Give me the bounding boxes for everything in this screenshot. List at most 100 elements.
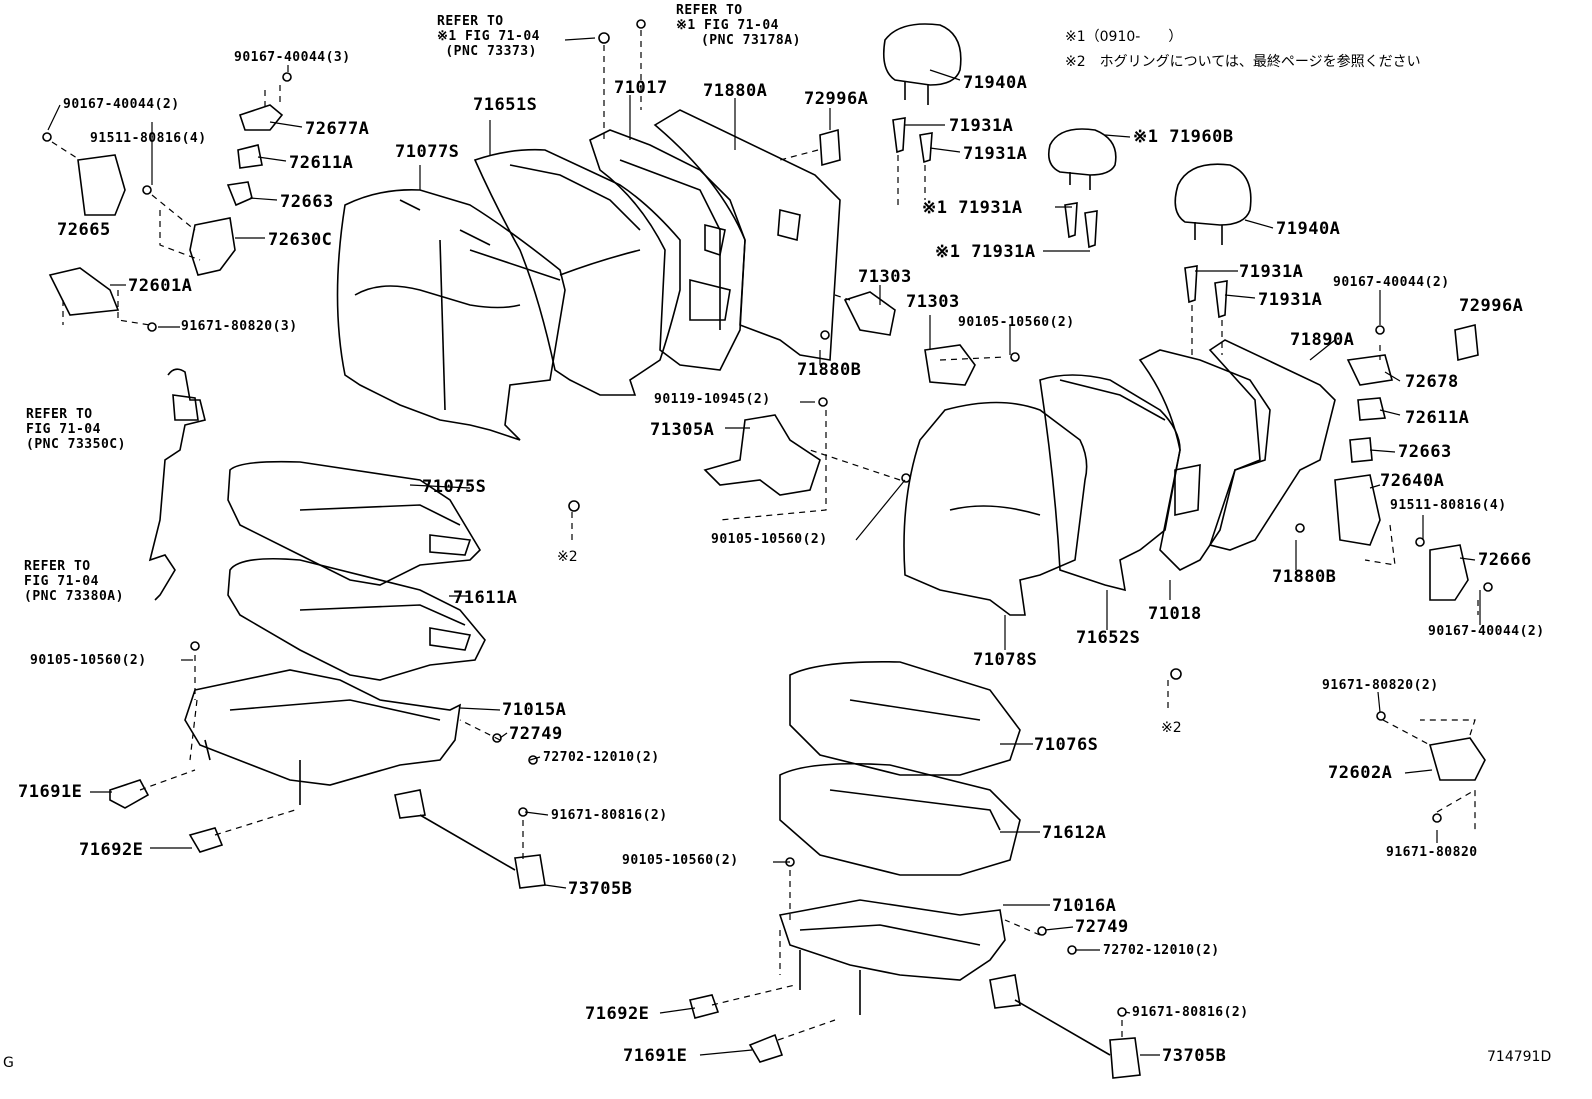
dashed-lines	[51, 30, 1479, 1041]
label-91511-80816-4-right: 91511-80816(4)	[1390, 498, 1507, 513]
seat-frame-left	[184, 669, 462, 805]
label-71940a-top: 71940A	[963, 73, 1028, 93]
leader-lines	[47, 37, 1481, 1056]
label-72702-12010-2-a: 72702-12010(2)	[543, 750, 660, 765]
label-72601a: 72601A	[128, 276, 193, 296]
label-71016a: 71016A	[1052, 896, 1117, 916]
seatback-pad-right	[1039, 374, 1181, 592]
label-71880a: 71880A	[703, 81, 768, 101]
seatback-pad-left	[473, 148, 681, 396]
label-73705b-right: 73705B	[1162, 1046, 1227, 1066]
label-72611a-left: 72611A	[289, 153, 354, 173]
label-71075s: 71075S	[422, 477, 487, 497]
hog-ring-mark-left: ※2	[557, 549, 578, 565]
label-91511-80816-4-left: 91511-80816(4)	[90, 131, 207, 146]
seat-cushion-pad-left	[227, 557, 486, 681]
label-72665: 72665	[57, 220, 111, 240]
label-71612a: 71612A	[1042, 823, 1107, 843]
label-91671-80820-3: 91671-80820(3)	[181, 319, 298, 334]
bracket-73705b-left	[394, 789, 546, 889]
label-72602a: 72602A	[1328, 763, 1393, 783]
label-72678: 72678	[1405, 372, 1459, 392]
label-90105-10560-2-c: 90105-10560(2)	[30, 653, 147, 668]
label-71931a-4: ※1 71931A	[935, 242, 1036, 262]
ref-note-73373: REFER TO ※1 FIG 71-04 (PNC 73373)	[437, 14, 540, 59]
label-71692e-right: 71692E	[585, 1004, 650, 1024]
label-71890a: 71890A	[1290, 330, 1355, 350]
hook-71692e-right	[689, 994, 720, 1019]
label-90167-40044-2-right: 90167-40044(2)	[1333, 275, 1450, 290]
seatback-board-left	[653, 109, 841, 361]
headrest-guides	[892, 117, 1228, 319]
label-71940a-right: 71940A	[1276, 219, 1341, 239]
hook-71692e-left	[188, 827, 224, 853]
seatback-cover-left	[336, 188, 566, 441]
label-72663-right: 72663	[1398, 442, 1452, 462]
ref-note-73178a: REFER TO ※1 FIG 71-04 (PNC 73178A)	[676, 3, 801, 48]
label-91671-80820-2: 91671-80820(2)	[1322, 678, 1439, 693]
label-71651s: 71651S	[473, 95, 538, 115]
label-71691e-right: 71691E	[623, 1046, 688, 1066]
seatback-frame-left	[589, 129, 746, 371]
hinge-71303	[843, 291, 976, 386]
seat-belt-assembly	[148, 368, 206, 601]
clip-72996a-left	[819, 128, 841, 167]
label-72640a: 72640A	[1380, 471, 1445, 491]
label-71931a-6: 71931A	[1258, 290, 1323, 310]
hook-71691e-left	[109, 779, 150, 809]
label-72996a-right: 72996A	[1459, 296, 1524, 316]
diagram-code: 714791D	[1487, 1049, 1552, 1065]
label-72996a-left: 72996A	[804, 89, 869, 109]
label-71880b-b: 71880B	[1272, 567, 1337, 587]
label-72663-left: 72663	[280, 192, 334, 212]
right-hardware	[1295, 323, 1493, 823]
label-71931a-1: 71931A	[949, 116, 1014, 136]
headrest-71940a-right	[1174, 163, 1252, 245]
label-72666: 72666	[1478, 550, 1532, 570]
label-71017: 71017	[614, 78, 668, 98]
label-72677a: 72677A	[305, 119, 370, 139]
label-71076s: 71076S	[1034, 735, 1099, 755]
label-73705b-left: 73705B	[568, 879, 633, 899]
label-90167-40044-3: 90167-40044(3)	[234, 50, 351, 65]
label-91671-80816-2-a: 91671-80816(2)	[551, 808, 668, 823]
label-90105-10560-2-d: 90105-10560(2)	[622, 853, 739, 868]
note-2: ※2 ホグリングについては、最終ページを参照ください	[1065, 54, 1421, 70]
ref-note-73350c: REFER TO FIG 71-04 (PNC 73350C)	[26, 407, 126, 452]
hook-71691e-right	[748, 1033, 784, 1063]
label-90105-10560-2-b: 90105-10560(2)	[711, 532, 828, 547]
bracket-73705b-right	[989, 974, 1141, 1079]
headrest-71960b	[1047, 128, 1117, 190]
label-90167-40044-2-bottom: 90167-40044(2)	[1428, 624, 1545, 639]
label-90167-40044-2-left: 90167-40044(2)	[63, 97, 180, 112]
label-71652s: 71652S	[1076, 628, 1141, 648]
label-90105-10560-2-a: 90105-10560(2)	[958, 315, 1075, 330]
label-71931a-5: 71931A	[1239, 262, 1304, 282]
label-71018: 71018	[1148, 604, 1202, 624]
label-71303-b: 71303	[906, 292, 960, 312]
seat-frame-right	[778, 899, 1006, 1015]
seatback-frame-right	[1138, 349, 1271, 571]
label-71305a: 71305A	[650, 420, 715, 440]
headrest-71940a-top	[882, 23, 962, 105]
label-71692e-left: 71692E	[79, 840, 144, 860]
label-72749-a: 72749	[509, 724, 563, 744]
ref-note-73380a: REFER TO FIG 71-04 (PNC 73380A)	[24, 559, 124, 604]
label-71931a-2: 71931A	[963, 144, 1028, 164]
corner-letter: G	[3, 1055, 14, 1071]
label-71931a-3: ※1 71931A	[922, 198, 1023, 218]
label-71960b: ※1 71960B	[1133, 127, 1234, 147]
label-71691e-left: 71691E	[18, 782, 83, 802]
label-71015a: 71015A	[502, 700, 567, 720]
label-71880b-a: 71880B	[797, 360, 862, 380]
note-1: ※1（0910- ）	[1065, 29, 1183, 45]
hog-ring-mark-right: ※2	[1161, 720, 1182, 736]
seat-cushion-cover-left	[227, 460, 482, 586]
seatback-board-right	[1208, 339, 1336, 551]
label-71611a: 71611A	[453, 588, 518, 608]
seat-cushion-cover-right	[789, 660, 1021, 776]
label-72749-b: 72749	[1075, 917, 1129, 937]
seat-cushion-pad-right	[779, 762, 1021, 876]
label-91671-80820: 91671-80820	[1386, 845, 1478, 860]
